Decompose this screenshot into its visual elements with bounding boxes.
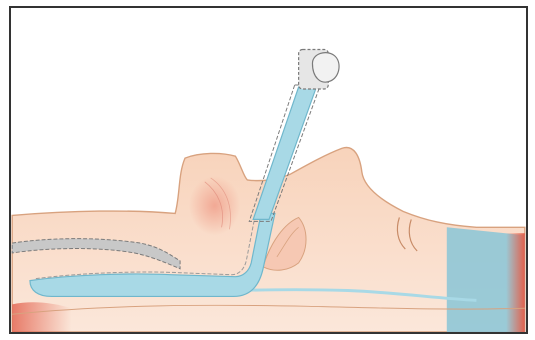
airway-illustration bbox=[11, 8, 526, 332]
lower-left-tissue bbox=[12, 302, 71, 332]
connector-cap-icon bbox=[299, 49, 339, 89]
diagram-frame bbox=[9, 6, 528, 334]
throat-region bbox=[189, 176, 240, 235]
right-red-edge bbox=[506, 233, 525, 332]
